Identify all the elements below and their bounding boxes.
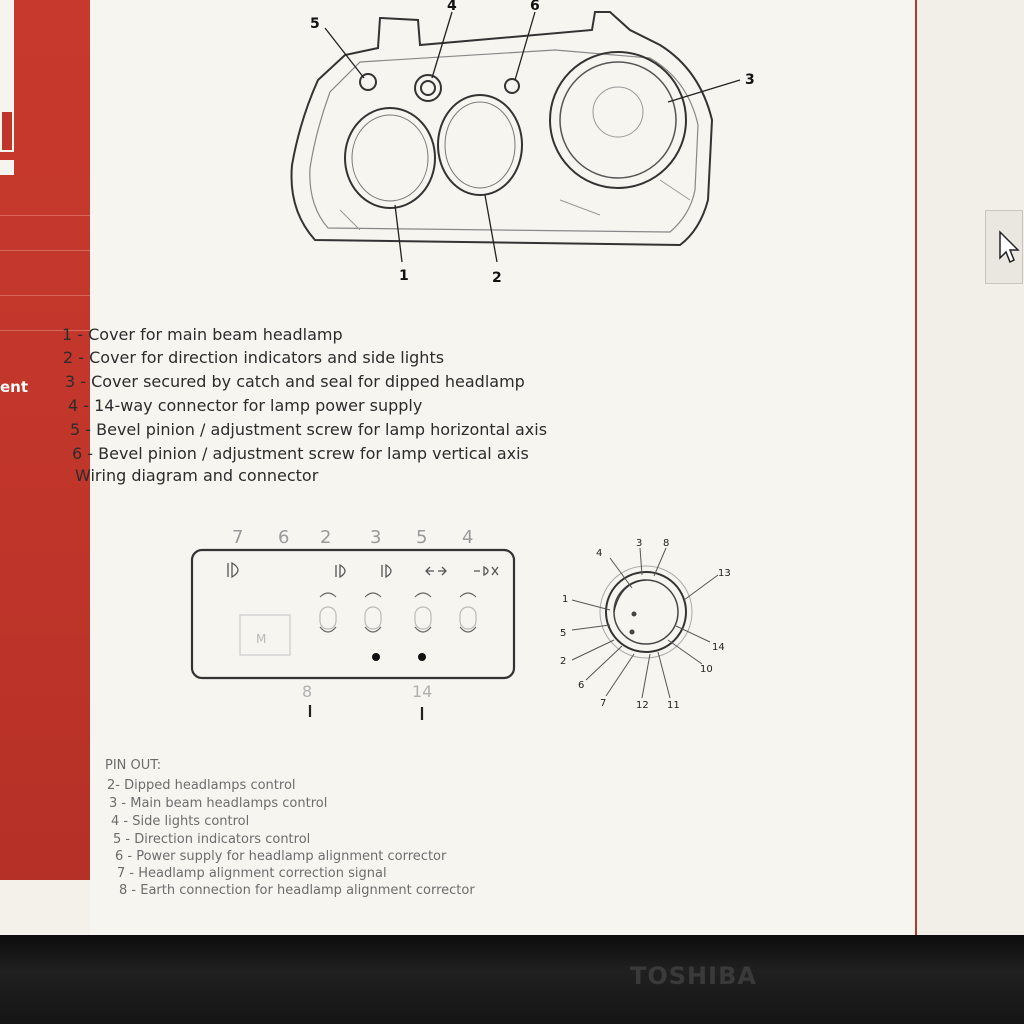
wiring-box: [190, 548, 516, 680]
pinout-heading: PIN OUT:: [105, 758, 162, 773]
pinout-item: 3 - Main beam headlamps control: [109, 796, 328, 811]
callout-leaders: [324, 11, 741, 263]
cursor-arrow-icon: [999, 230, 1020, 264]
sidebar-nav: ent: [0, 0, 90, 880]
junction-dot: [372, 653, 380, 661]
connector-pin-dot: [629, 629, 635, 635]
legend-item-2: 2 - Cover for direction indicators and s…: [63, 348, 445, 367]
callout-3: 3: [745, 72, 755, 88]
connector-pin-dot: [631, 611, 637, 617]
legend-item-4: 4 - 14-way connector for lamp power supp…: [68, 396, 423, 415]
legend-subheading: Wiring diagram and connector: [75, 466, 319, 485]
callout-5: 5: [310, 16, 320, 32]
connector-pin-7: 7: [600, 698, 606, 709]
sidebar-item-label[interactable]: ent: [0, 378, 29, 396]
junction-dot: [418, 653, 426, 661]
connector-pin-13: 13: [718, 568, 731, 579]
legend-item-3: 3 - Cover secured by catch and seal for …: [65, 372, 525, 391]
connector-pin-5: 5: [560, 628, 566, 639]
connector-pin-11: 11: [667, 700, 680, 711]
callout-6: 6: [530, 0, 540, 14]
legend-item-5: 5 - Bevel pinion / adjustment screw for …: [70, 420, 548, 439]
sidebar-divider: [0, 330, 90, 331]
sidebar-divider: [0, 215, 90, 216]
callout-1: 1: [399, 268, 409, 284]
connector-pin-4: 4: [596, 548, 602, 559]
pinout-item: 7 - Headlamp alignment correction signal: [117, 866, 387, 881]
connector-pin-8: 8: [663, 538, 669, 549]
wiring-diagram: 7 6 2 3 5 4 M 8: [190, 527, 516, 720]
pin-label-5: 5: [416, 527, 427, 548]
pinout-item: 4 - Side lights control: [111, 814, 250, 829]
connector-pin-1: 1: [562, 594, 568, 605]
sidebar-tab-3[interactable]: [0, 160, 14, 175]
right-panel: [915, 0, 1024, 935]
pinout-item: 5 - Direction indicators control: [113, 832, 311, 847]
pinout-item: 2- Dipped headlamps control: [107, 778, 296, 793]
connector-pin-6: 6: [578, 680, 584, 691]
connector-pin-10: 10: [700, 664, 713, 675]
legend-item-1: 1 - Cover for main beam headlamp: [62, 325, 343, 344]
connector-pin-14: 14: [712, 642, 725, 653]
connector-pin-12: 12: [636, 700, 649, 711]
pin-label-7: 7: [232, 527, 243, 548]
pin-label-8: 8: [302, 682, 312, 701]
sidebar-divider: [0, 250, 90, 251]
headlamp-diagram: 5 4 6 3 1 2: [290, 0, 755, 286]
pin-label-4: 4: [462, 527, 473, 548]
pinout-item: 8 - Earth connection for headlamp alignm…: [119, 883, 475, 898]
lamp-symbols: [227, 561, 499, 579]
monitor-bezel: [0, 935, 1024, 1024]
content-area: [90, 0, 920, 935]
sidebar-tab-1[interactable]: [0, 0, 14, 110]
legend-item-6: 6 - Bevel pinion / adjustment screw for …: [72, 444, 529, 463]
callout-2: 2: [492, 270, 502, 286]
monitor-brand-logo: TOSHIBA: [630, 962, 757, 990]
motor-label: M: [256, 632, 266, 646]
bulb-symbols: [239, 592, 477, 656]
callout-4: 4: [447, 0, 457, 14]
pin-label-6: 6: [278, 527, 289, 548]
connector-pin-2: 2: [560, 656, 566, 667]
sidebar-tab-2[interactable]: [0, 110, 14, 152]
connector-pin-3: 3: [636, 538, 642, 549]
sidebar-divider: [0, 295, 90, 296]
pin-label-14: 14: [412, 682, 432, 701]
headlamp-housing-outline: [290, 11, 714, 247]
pinout-item: 6 - Power supply for headlamp alignment …: [115, 849, 447, 864]
earth-arrows: [308, 705, 424, 720]
pin-label-3: 3: [370, 527, 381, 548]
screen: ent: [0, 0, 1024, 935]
connector-diagram: 4 3 8 13 1 5 2 6 7 12 11 10 14: [560, 538, 731, 711]
pin-label-2: 2: [320, 527, 331, 548]
